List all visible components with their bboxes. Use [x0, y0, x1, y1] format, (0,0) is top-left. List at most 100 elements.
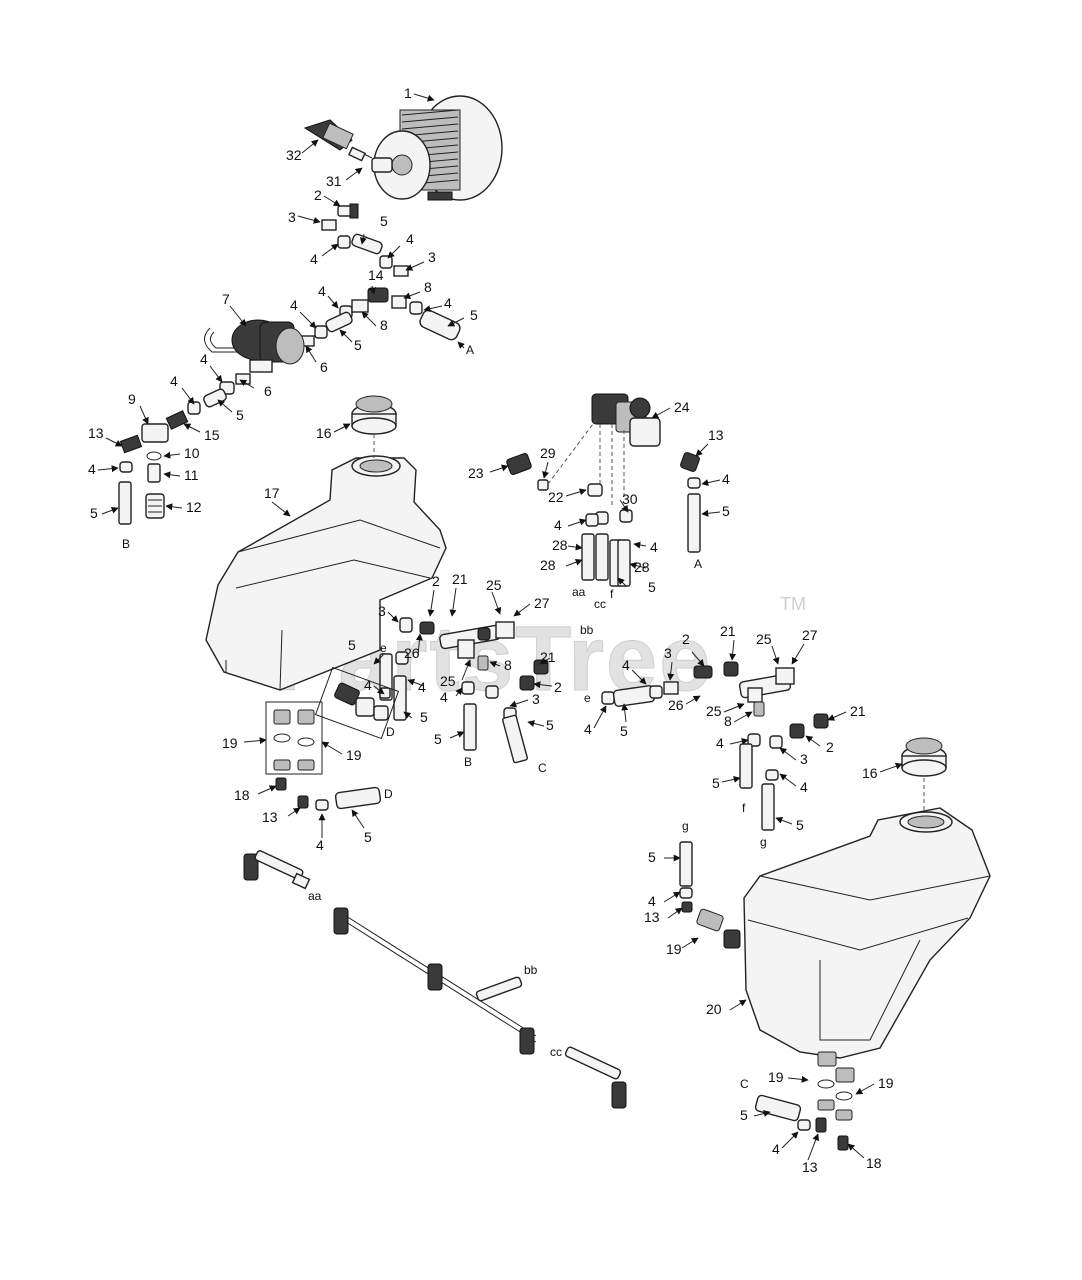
- callout-4: 4: [364, 677, 372, 693]
- callout-labels: 1 32 31 2 3 4 5 4 3 14 8 4 5 4 8 5 4 7 6…: [88, 85, 894, 1175]
- ref-bb: bb: [524, 963, 538, 977]
- callout-5: 5: [648, 849, 656, 865]
- leader-arrows: [97, 93, 903, 1161]
- callout-12: 12: [186, 499, 202, 515]
- callout-27: 27: [534, 595, 550, 611]
- watermark-tm: TM: [780, 594, 806, 614]
- callout-23: 23: [468, 465, 484, 481]
- callout-24: 24: [674, 399, 690, 415]
- callout-4: 4: [772, 1141, 780, 1157]
- callout-6: 6: [320, 359, 328, 375]
- callout-4: 4: [648, 893, 656, 909]
- callout-5: 5: [796, 817, 804, 833]
- callout-21: 21: [720, 623, 736, 639]
- connection-refs: A A B B C C D D e e f f g g aa aa bb bb …: [122, 343, 767, 1091]
- callout-15: 15: [204, 427, 220, 443]
- ref-C: C: [740, 1077, 749, 1091]
- ref-f: f: [610, 587, 614, 601]
- callout-5: 5: [740, 1107, 748, 1123]
- callout-21: 21: [540, 649, 556, 665]
- callout-26: 26: [404, 645, 420, 661]
- callout-16: 16: [316, 425, 332, 441]
- callout-4: 4: [554, 517, 562, 533]
- callout-28: 28: [634, 559, 650, 575]
- filter-assembly: [118, 423, 169, 525]
- callout-4: 4: [800, 779, 808, 795]
- callout-8: 8: [424, 279, 432, 295]
- callout-3: 3: [664, 645, 672, 661]
- callout-3: 3: [800, 751, 808, 767]
- callout-11: 11: [184, 467, 199, 483]
- callout-4: 4: [584, 721, 592, 737]
- callout-4: 4: [716, 735, 724, 751]
- callout-19: 19: [346, 747, 362, 763]
- ref-B: B: [122, 537, 130, 551]
- callout-10: 10: [184, 445, 200, 461]
- callout-28: 28: [552, 537, 568, 553]
- callout-2: 2: [682, 631, 690, 647]
- callout-3: 3: [288, 209, 296, 225]
- callout-5: 5: [236, 407, 244, 423]
- callout-31: 31: [326, 173, 342, 189]
- ref-D: D: [386, 725, 395, 739]
- callout-7: 7: [222, 291, 230, 307]
- left-tank: [205, 455, 447, 691]
- ref-cc: cc: [550, 1045, 562, 1059]
- callout-5: 5: [348, 637, 356, 653]
- callout-28: 28: [540, 557, 556, 573]
- callout-5: 5: [648, 579, 656, 595]
- callout-8: 8: [504, 657, 512, 673]
- callout-30: 30: [622, 491, 638, 507]
- tank-cap-right: [901, 737, 947, 810]
- callout-25: 25: [486, 577, 502, 593]
- manifold-left: [379, 617, 549, 764]
- callout-5: 5: [470, 307, 478, 323]
- callout-4: 4: [170, 373, 178, 389]
- drain-right: [679, 841, 855, 1151]
- spray-gun: [303, 119, 373, 162]
- callout-16: 16: [862, 765, 878, 781]
- callout-26: 26: [668, 697, 684, 713]
- handle-and-nut: [506, 419, 597, 491]
- callout-19: 19: [666, 941, 682, 957]
- ref-e: e: [380, 641, 387, 655]
- callout-2: 2: [432, 573, 440, 589]
- callout-20: 20: [706, 1001, 722, 1017]
- callout-9: 9: [128, 391, 136, 407]
- ref-bb: bb: [580, 623, 594, 637]
- callout-5: 5: [712, 775, 720, 791]
- callout-19: 19: [768, 1069, 784, 1085]
- callout-4: 4: [622, 657, 630, 673]
- valve-hoses: [581, 483, 633, 587]
- callout-4: 4: [406, 231, 414, 247]
- callout-21: 21: [850, 703, 866, 719]
- callout-18: 18: [234, 787, 250, 803]
- ref-A: A: [694, 557, 702, 571]
- callout-5: 5: [722, 503, 730, 519]
- ref-g: g: [682, 819, 689, 833]
- callout-4: 4: [650, 539, 658, 555]
- callout-19: 19: [878, 1075, 894, 1091]
- callout-5: 5: [620, 723, 628, 739]
- callout-14: 14: [368, 267, 384, 283]
- callout-8: 8: [380, 317, 388, 333]
- drain-left: [265, 666, 400, 811]
- callout-32: 32: [286, 147, 302, 163]
- ref-D: D: [384, 787, 393, 801]
- control-valve: [591, 393, 661, 505]
- callout-4: 4: [444, 295, 452, 311]
- callout-25: 25: [440, 673, 456, 689]
- ref-g: g: [760, 835, 767, 849]
- callout-18: 18: [866, 1155, 882, 1171]
- callout-5: 5: [380, 213, 388, 229]
- hose-reel: [371, 95, 503, 201]
- ref-cc: cc: [594, 597, 606, 611]
- callout-25: 25: [756, 631, 772, 647]
- callout-25: 25: [706, 703, 722, 719]
- callout-3: 3: [378, 603, 386, 619]
- callout-3: 3: [428, 249, 436, 265]
- callout-21: 21: [452, 571, 468, 587]
- ref-e: e: [584, 691, 591, 705]
- callout-4: 4: [310, 251, 318, 267]
